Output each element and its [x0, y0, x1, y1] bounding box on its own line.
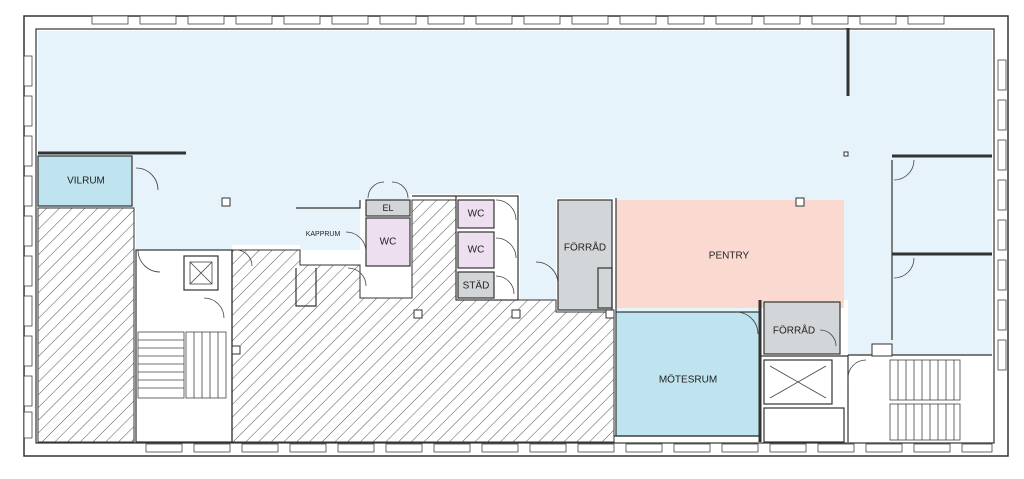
elevator-right-2 — [763, 407, 845, 443]
core-partitions — [137, 195, 762, 442]
room-wc-upper[interactable] — [457, 199, 495, 229]
door-swing-motesrum — [735, 311, 759, 335]
bottom-right-details — [760, 355, 867, 379]
label-wc-lower: WC — [468, 245, 485, 256]
left-windows — [23, 55, 33, 439]
door-swing-wc-main — [345, 231, 367, 253]
top-windows — [91, 15, 945, 25]
open-office-right-strip — [848, 300, 992, 355]
label-pentry: PENTRY — [709, 251, 750, 262]
door-swing-forrad-center — [535, 261, 559, 285]
label-wc-main: WC — [380, 237, 397, 248]
wc-block-outline — [455, 195, 519, 301]
room-wc-main[interactable] — [365, 217, 411, 267]
door-swing-wc-lower — [495, 237, 517, 259]
door-swing-stad — [495, 275, 515, 295]
label-forrad-center: FÖRRÅD — [564, 241, 606, 254]
door-swing-forrad-right — [819, 329, 837, 347]
label-stad: STÄD — [463, 280, 490, 292]
room-wc-lower[interactable] — [457, 231, 495, 269]
label-wc-upper: WC — [468, 209, 485, 220]
label-el: EL — [382, 203, 393, 213]
label-kapprum: KAPPRUM — [306, 231, 341, 238]
inner-wall — [35, 28, 995, 444]
stairs-right — [889, 359, 961, 441]
room-forrad-right[interactable] — [763, 301, 841, 355]
bottom-windows — [145, 443, 993, 453]
label-vilrum: VILRUM — [67, 176, 105, 187]
kapprum-partition — [296, 200, 361, 209]
forrad-center-niche — [597, 267, 613, 309]
room-forrad-center[interactable] — [557, 199, 613, 311]
room-motesrum[interactable] — [615, 311, 761, 437]
hatched-core-left — [37, 207, 135, 443]
right-windows — [997, 59, 1007, 371]
right-partitions — [846, 28, 992, 357]
room-pentry[interactable] — [616, 200, 844, 308]
label-motesrum: MÖTESRUM — [659, 374, 717, 386]
door-swing-vilrum — [135, 167, 159, 191]
elevator-car-left — [189, 261, 213, 285]
door-swing-wc-upper — [495, 199, 517, 221]
stairs-left — [137, 331, 227, 399]
room-el[interactable] — [365, 199, 411, 217]
door-swing-el — [367, 181, 409, 199]
room-stad[interactable] — [457, 271, 495, 299]
label-forrad-right: FÖRRÅD — [773, 324, 815, 337]
room-vilrum[interactable] — [37, 155, 133, 207]
